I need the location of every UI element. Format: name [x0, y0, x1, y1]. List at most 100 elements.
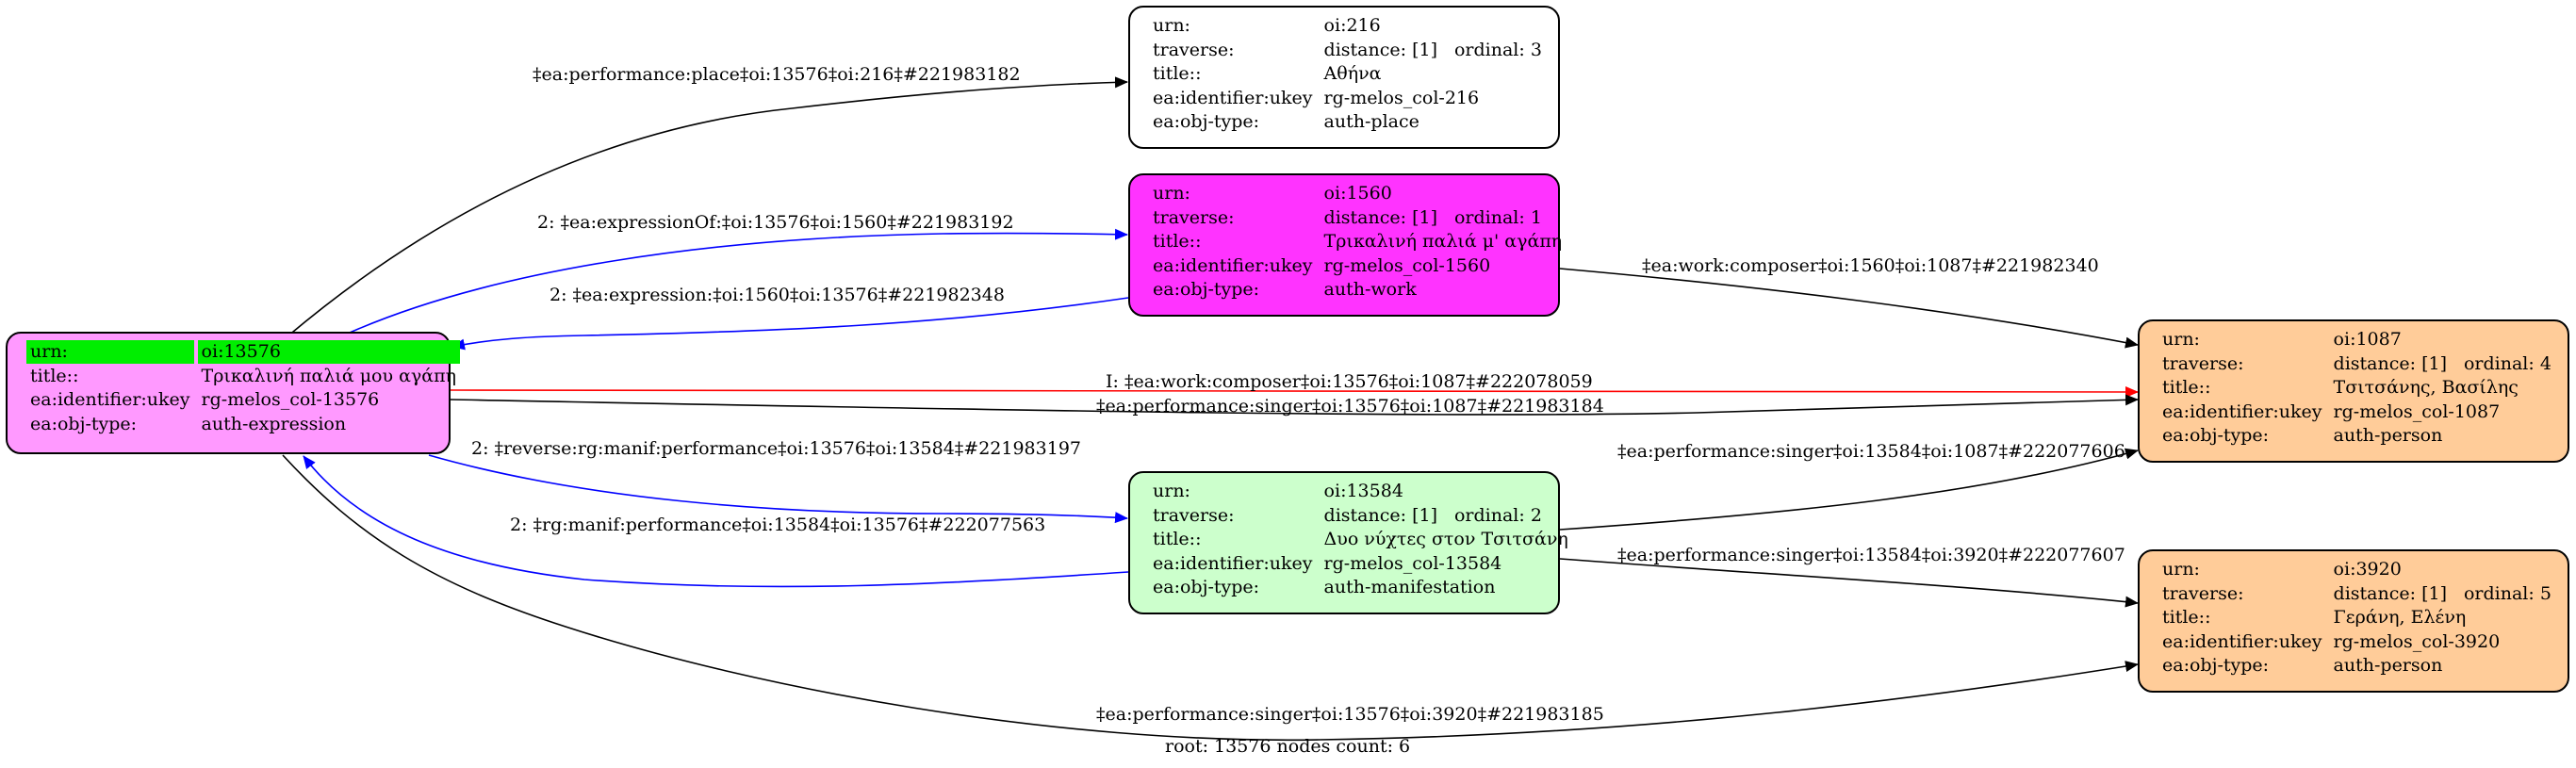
ukey-label: ea:identifier:ukey [1153, 254, 1313, 276]
ukey-row: ea:identifier:ukey rg-melos_col-216 [1149, 87, 1573, 110]
type-label: ea:obj-type: [30, 413, 138, 434]
ordinal-value: ordinal: 1 [1453, 206, 1542, 228]
node-manifestation-13584[interactable]: urn: oi:13584 traverse: distance: [1]ord… [1128, 471, 1568, 614]
ukey-row: ea:identifier:ukey rg-melos_col-13584 [1149, 552, 1573, 576]
type-label: ea:obj-type: [1153, 111, 1260, 132]
ukey-label: ea:identifier:ukey [1153, 87, 1313, 108]
graph-footer: root: 13576 nodes count: 6 [1165, 736, 1411, 757]
edge-label-performance-place-13576-216: ‡ea:performance:place‡oi:13576‡oi:216‡#2… [533, 64, 1021, 85]
urn-label: urn: [1153, 15, 1190, 36]
traverse-row: traverse: distance: [1]ordinal: 2 [1149, 504, 1573, 528]
type-label: ea:obj-type: [2162, 425, 2270, 446]
title-label: title:: [1153, 63, 1202, 84]
urn-row: urn: oi:13576 [26, 340, 460, 364]
type-row: ea:obj-type: auth-expression [26, 413, 460, 436]
urn-value: oi:216 [1323, 15, 1381, 36]
title-value: Δυο νύχτες στον Τσιτσάνη [1323, 529, 1568, 549]
title-row: title:: Τσιτσάνης, Βασίλης [2158, 376, 2576, 400]
title-value: Αθήνα [1323, 63, 1382, 84]
urn-label: urn: [2162, 329, 2200, 350]
node-expression-13576[interactable]: urn: oi:13576 title:: Τρικαλινή παλιά μο… [6, 332, 460, 454]
ukey-row: ea:identifier:ukey rg-melos_col-13576 [26, 388, 460, 412]
traverse-label: traverse: [1153, 504, 1235, 526]
urn-label: urn: [26, 340, 194, 364]
traverse-label: traverse: [1153, 39, 1235, 60]
ukey-label: ea:identifier:ukey [1153, 552, 1313, 574]
distance-value: distance: [1] [2333, 582, 2447, 604]
edge-label-expression-1560-13576: 2: ‡ea:expression:‡oi:1560‡oi:13576‡#221… [550, 285, 1005, 305]
urn-row: urn: oi:13584 [1149, 480, 1573, 503]
ukey-value: rg-melos_col-13576 [201, 389, 380, 410]
edge-performance-singer-13576-3920 [282, 454, 2139, 742]
edge-label-performance-singer-13584-1087: ‡ea:performance:singer‡oi:13584‡oi:1087‡… [1617, 441, 2125, 462]
traverse-value: distance: [1]ordinal: 2 [1321, 504, 1573, 528]
node-work-1560[interactable]: urn: oi:1560 traverse: distance: [1]ordi… [1128, 173, 1562, 317]
traverse-row: traverse: distance: [1] ordinal: 1 [1149, 206, 1573, 230]
distance-value: distance: [1] [1323, 504, 1437, 526]
ukey-value: rg-melos_col-13584 [1323, 552, 1502, 574]
type-label: ea:obj-type: [1153, 279, 1260, 300]
edge-work-composer-1560-1087 [1559, 268, 2139, 349]
type-value: auth-person [2333, 655, 2443, 676]
title-row: title:: Δυο νύχτες στον Τσιτσάνη [1149, 528, 1573, 551]
traverse-value: distance: [1] ordinal: 1 [1321, 206, 1573, 230]
edge-label-expressionof-13576-1560: 2: ‡ea:expressionOf:‡oi:13576‡oi:1560‡#2… [537, 212, 1014, 233]
traverse-row: traverse: distance: [1]ordinal: 5 [2158, 582, 2576, 606]
title-label: title:: [1153, 529, 1202, 549]
urn-label: urn: [1153, 183, 1190, 204]
ukey-value: rg-melos_col-216 [1323, 87, 1480, 108]
type-value: auth-work [1323, 279, 1417, 300]
node-person-3920[interactable]: urn: oi:3920 traverse: distance: [1]ordi… [2138, 549, 2569, 693]
ordinal-value: ordinal: 3 [1453, 39, 1542, 60]
urn-value: oi:13584 [1323, 481, 1403, 501]
type-row: ea:obj-type: auth-work [1149, 278, 1573, 302]
ukey-row: ea:identifier:ukey rg-melos_col-1560 [1149, 254, 1573, 278]
edge-performance-singer-13584-1087 [1559, 448, 2139, 531]
traverse-label: traverse: [2162, 582, 2244, 604]
type-label: ea:obj-type: [2162, 655, 2270, 676]
edge-performance-singer-13576-1087 [450, 394, 2139, 416]
title-value: Τρικαλινή παλιά μ' αγάπη [1323, 231, 1563, 252]
ukey-value: rg-melos_col-3920 [2333, 630, 2501, 652]
ukey-row: ea:identifier:ukey rg-melos_col-1087 [2158, 400, 2576, 424]
ukey-label: ea:identifier:ukey [2162, 400, 2322, 422]
urn-label: urn: [1153, 481, 1190, 501]
distance-value: distance: [1] [1323, 39, 1437, 60]
type-value: auth-expression [201, 413, 347, 434]
type-row: ea:obj-type: auth-person [2158, 424, 2576, 448]
urn-value: oi:3920 [2333, 559, 2402, 580]
type-row: ea:obj-type: auth-manifestation [1149, 576, 1573, 599]
urn-row: urn: oi:1560 [1149, 182, 1573, 205]
type-value: auth-place [1323, 111, 1419, 132]
edge-label-performance-singer-13576-1087: ‡ea:performance:singer‡oi:13576‡oi:1087‡… [1096, 396, 1604, 417]
edge-expression-1560-13576 [451, 297, 1129, 351]
title-value: Τσιτσάνης, Βασίλης [2333, 377, 2519, 398]
edge-label-performance-singer-13576-3920: ‡ea:performance:singer‡oi:13576‡oi:3920‡… [1096, 704, 1604, 725]
ordinal-value: ordinal: 4 [2463, 352, 2551, 374]
type-row: ea:obj-type: auth-person [2158, 654, 2576, 678]
type-label: ea:obj-type: [1153, 577, 1260, 597]
title-row: title:: Γεράνη, Ελένη [2158, 606, 2576, 629]
edge-label-work-composer-1560-1087: ‡ea:work:composer‡oi:1560‡oi:1087‡#22198… [1642, 255, 2099, 276]
ukey-label: ea:identifier:ukey [2162, 630, 2322, 652]
node-place-216[interactable]: urn: oi:216 traverse: distance: [1] ordin… [1128, 6, 1560, 149]
urn-row: urn: oi:216 [1149, 14, 1573, 38]
edge-label-manif-performance-13584-13576: 2: ‡rg:manif:performance‡oi:13584‡oi:135… [510, 515, 1046, 535]
title-label: title:: [2162, 377, 2211, 398]
traverse-label: traverse: [1153, 206, 1235, 228]
distance-value: distance: [1] [1323, 206, 1437, 228]
title-label: title:: [30, 365, 79, 386]
urn-value: oi:1087 [2333, 329, 2402, 350]
title-label: title:: [2162, 607, 2211, 628]
edge-reverse-manif-performance-13576-13584 [428, 454, 1128, 524]
traverse-label: traverse: [2162, 352, 2244, 374]
type-row: ea:obj-type: auth-place [1149, 110, 1573, 134]
edge-label-reverse-manif-performance-13576-13584: 2: ‡reverse:rg:manif:performance‡oi:1357… [471, 438, 1081, 459]
title-row: title:: Αθήνα [1149, 62, 1573, 86]
node-person-1087[interactable]: urn: oi:1087 traverse: distance: [1] ordi… [2138, 319, 2569, 463]
title-value: Τρικαλινή παλιά μου αγάπη [201, 365, 456, 386]
ukey-value: rg-melos_col-1560 [1323, 254, 1491, 276]
distance-value: distance: [1] [2333, 352, 2447, 374]
title-label: title:: [1153, 231, 1202, 252]
